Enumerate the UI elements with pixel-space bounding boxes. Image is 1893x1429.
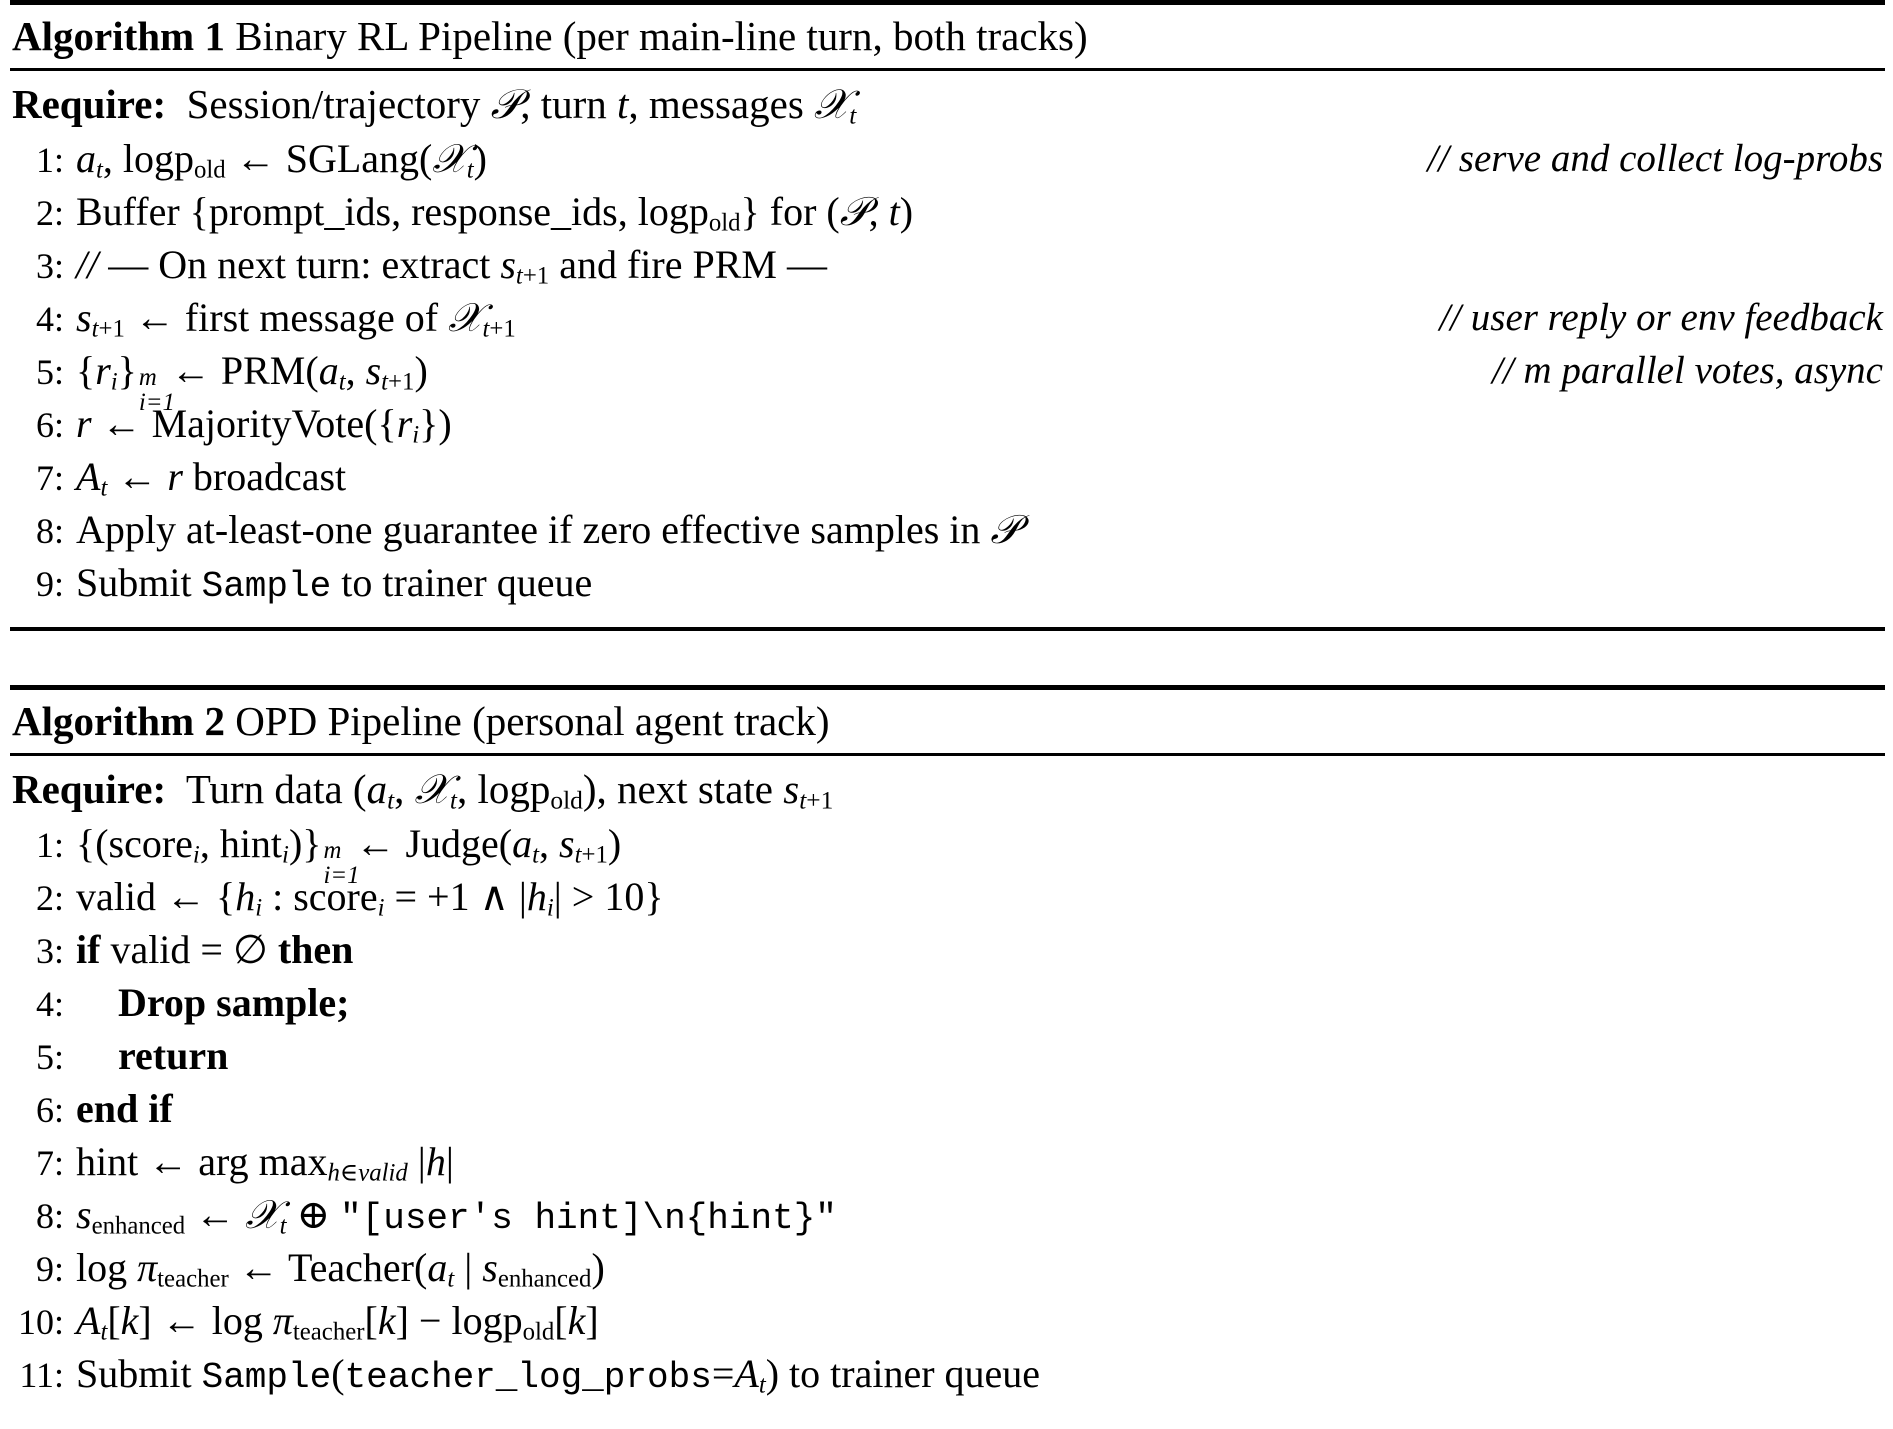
line-body: At ← r broadcast	[76, 454, 347, 502]
algorithm-2-line-2: 2: valid ← {hi : scorei = +1 ∧ |hi| > 10…	[10, 877, 1885, 930]
algorithm-1-require: Require: Session/trajectory 𝒫, turn t, m…	[10, 71, 1885, 135]
line-number: 6:	[35, 1090, 64, 1130]
algorithm-1-line-2: 2: Buffer {prompt_ids, response_ids, log…	[10, 192, 1885, 245]
line-body: Apply at-least-one guarantee if zero eff…	[76, 507, 1020, 552]
line-body: if valid = ∅ then	[76, 927, 354, 972]
algorithm-2-line-4: 4: Drop sample;	[10, 983, 1885, 1036]
algorithm-2-line-10: 10: At[k] ← log πteacher[k] − logpold[k]	[10, 1301, 1885, 1354]
algorithm-1-line-6: 6: r ← MajorityVote({ri})	[10, 404, 1885, 457]
line-number: 9:	[35, 564, 64, 604]
algorithm-1-line-3: 3: // — On next turn: extract st+1 and f…	[10, 245, 1885, 298]
line-body: r ← MajorityVote({ri})	[76, 401, 452, 449]
algorithm-1-line-9: 9: Submit Sample to trainer queue	[10, 563, 1885, 616]
line-number: 3:	[35, 931, 64, 971]
algorithm-1-require-label: Require:	[12, 81, 167, 127]
line-number: 7:	[35, 1143, 64, 1183]
line-number: 8:	[35, 1196, 64, 1236]
algorithm-2-require: Require: Turn data (at, 𝒳t, logpold), ne…	[10, 756, 1885, 820]
line-body: return	[118, 1033, 229, 1078]
algorithm-1-bottom-rule	[10, 627, 1885, 631]
line-body: At[k] ← log πteacher[k] − logpold[k]	[76, 1298, 599, 1346]
line-body: end if	[76, 1086, 173, 1131]
line-number: 5:	[35, 1037, 64, 1077]
line-number: 7:	[35, 458, 64, 498]
line-body: at, logpold ← SGLang(𝒳t)	[76, 136, 487, 184]
line-number: 4:	[35, 984, 64, 1024]
algorithm-2-line-5: 5: return	[10, 1036, 1885, 1089]
algorithm-2-top-rule	[10, 685, 1885, 690]
line-number: 10:	[17, 1302, 64, 1342]
algorithm-2-line-7: 7: hint ← arg maxh∈valid |h|	[10, 1142, 1885, 1195]
line-number: 2:	[35, 878, 64, 918]
line-number: 11:	[19, 1355, 64, 1395]
algorithm-2-line-11: 11: Submit Sample(teacher_log_probs=At) …	[10, 1354, 1885, 1407]
algorithm-2-require-label: Require:	[12, 766, 167, 812]
algorithm-1-top-rule	[10, 0, 1885, 5]
algorithm-1-line-4: 4: st+1 ← first message of 𝒳t+1 // user …	[10, 298, 1885, 351]
algorithm-2-header-rule	[10, 753, 1885, 756]
line-body: Submit Sample to trainer queue	[76, 560, 593, 607]
line-number: 2:	[35, 193, 64, 233]
line-comment: // user reply or env feedback	[1439, 296, 1883, 339]
algorithm-2-line-6: 6: end if	[10, 1089, 1885, 1142]
line-body: Buffer {prompt_ids, response_ids, logpol…	[76, 189, 914, 237]
algorithm-1-header-rule	[10, 68, 1885, 71]
line-comment: // m parallel votes, async	[1491, 349, 1883, 392]
algorithm-1-line-1: 1: at, logpold ← SGLang(𝒳t) // serve and…	[10, 139, 1885, 192]
algorithm-2-line-8: 8: senhanced ← 𝒳t ⊕ "[user's hint]\n{hin…	[10, 1195, 1885, 1248]
line-body: st+1 ← first message of 𝒳t+1	[76, 295, 516, 343]
line-body: senhanced ← 𝒳t ⊕ "[user's hint]\n{hint}"	[76, 1192, 837, 1240]
line-number: 5:	[35, 352, 64, 392]
line-number: 3:	[35, 246, 64, 286]
algorithm-1-require-text: Session/trajectory 𝒫, turn t, messages 𝒳…	[186, 81, 857, 130]
algorithm-1-line-7: 7: At ← r broadcast	[10, 457, 1885, 510]
algorithm-1-number-label: Algorithm 1	[12, 13, 225, 59]
line-body: Drop sample;	[118, 980, 350, 1025]
algorithm-1-caption: Binary RL Pipeline (per main-line turn, …	[235, 13, 1088, 59]
algorithm-2-require-text: Turn data (at, 𝒳t, logpold), next state …	[185, 766, 834, 815]
line-body: // — On next turn: extract st+1 and fire…	[76, 242, 827, 290]
algorithm-block-2: Algorithm 2 OPD Pipeline (personal agent…	[10, 685, 1885, 1418]
algorithm-2-title: Algorithm 2 OPD Pipeline (personal agent…	[10, 690, 1885, 753]
algorithm-2-line-3: 3: if valid = ∅ then	[10, 930, 1885, 983]
line-body: Submit Sample(teacher_log_probs=At) to t…	[76, 1351, 1041, 1399]
algorithm-2-number-label: Algorithm 2	[12, 698, 225, 744]
line-number: 9:	[35, 1249, 64, 1289]
line-comment: // serve and collect log-probs	[1427, 137, 1883, 180]
line-body: log πteacher ← Teacher(at | senhanced)	[76, 1245, 605, 1293]
algorithm-separator-gap	[10, 631, 1885, 685]
line-number: 1:	[35, 140, 64, 180]
line-number: 8:	[35, 511, 64, 551]
algorithm-2-caption: OPD Pipeline (personal agent track)	[235, 698, 830, 744]
line-number: 6:	[35, 405, 64, 445]
line-body: hint ← arg maxh∈valid |h|	[76, 1139, 454, 1187]
algorithm-2-line-9: 9: log πteacher ← Teacher(at | senhanced…	[10, 1248, 1885, 1301]
algorithm-1-line-8: 8: Apply at-least-one guarantee if zero …	[10, 510, 1885, 563]
line-number: 4:	[35, 299, 64, 339]
line-number: 1:	[35, 825, 64, 865]
algorithm-1-lines: 1: at, logpold ← SGLang(𝒳t) // serve and…	[10, 135, 1885, 627]
line-body: valid ← {hi : scorei = +1 ∧ |hi| > 10}	[76, 874, 664, 922]
algorithm-block-1: Algorithm 1 Binary RL Pipeline (per main…	[10, 0, 1885, 631]
algorithm-1-title: Algorithm 1 Binary RL Pipeline (per main…	[10, 5, 1885, 68]
